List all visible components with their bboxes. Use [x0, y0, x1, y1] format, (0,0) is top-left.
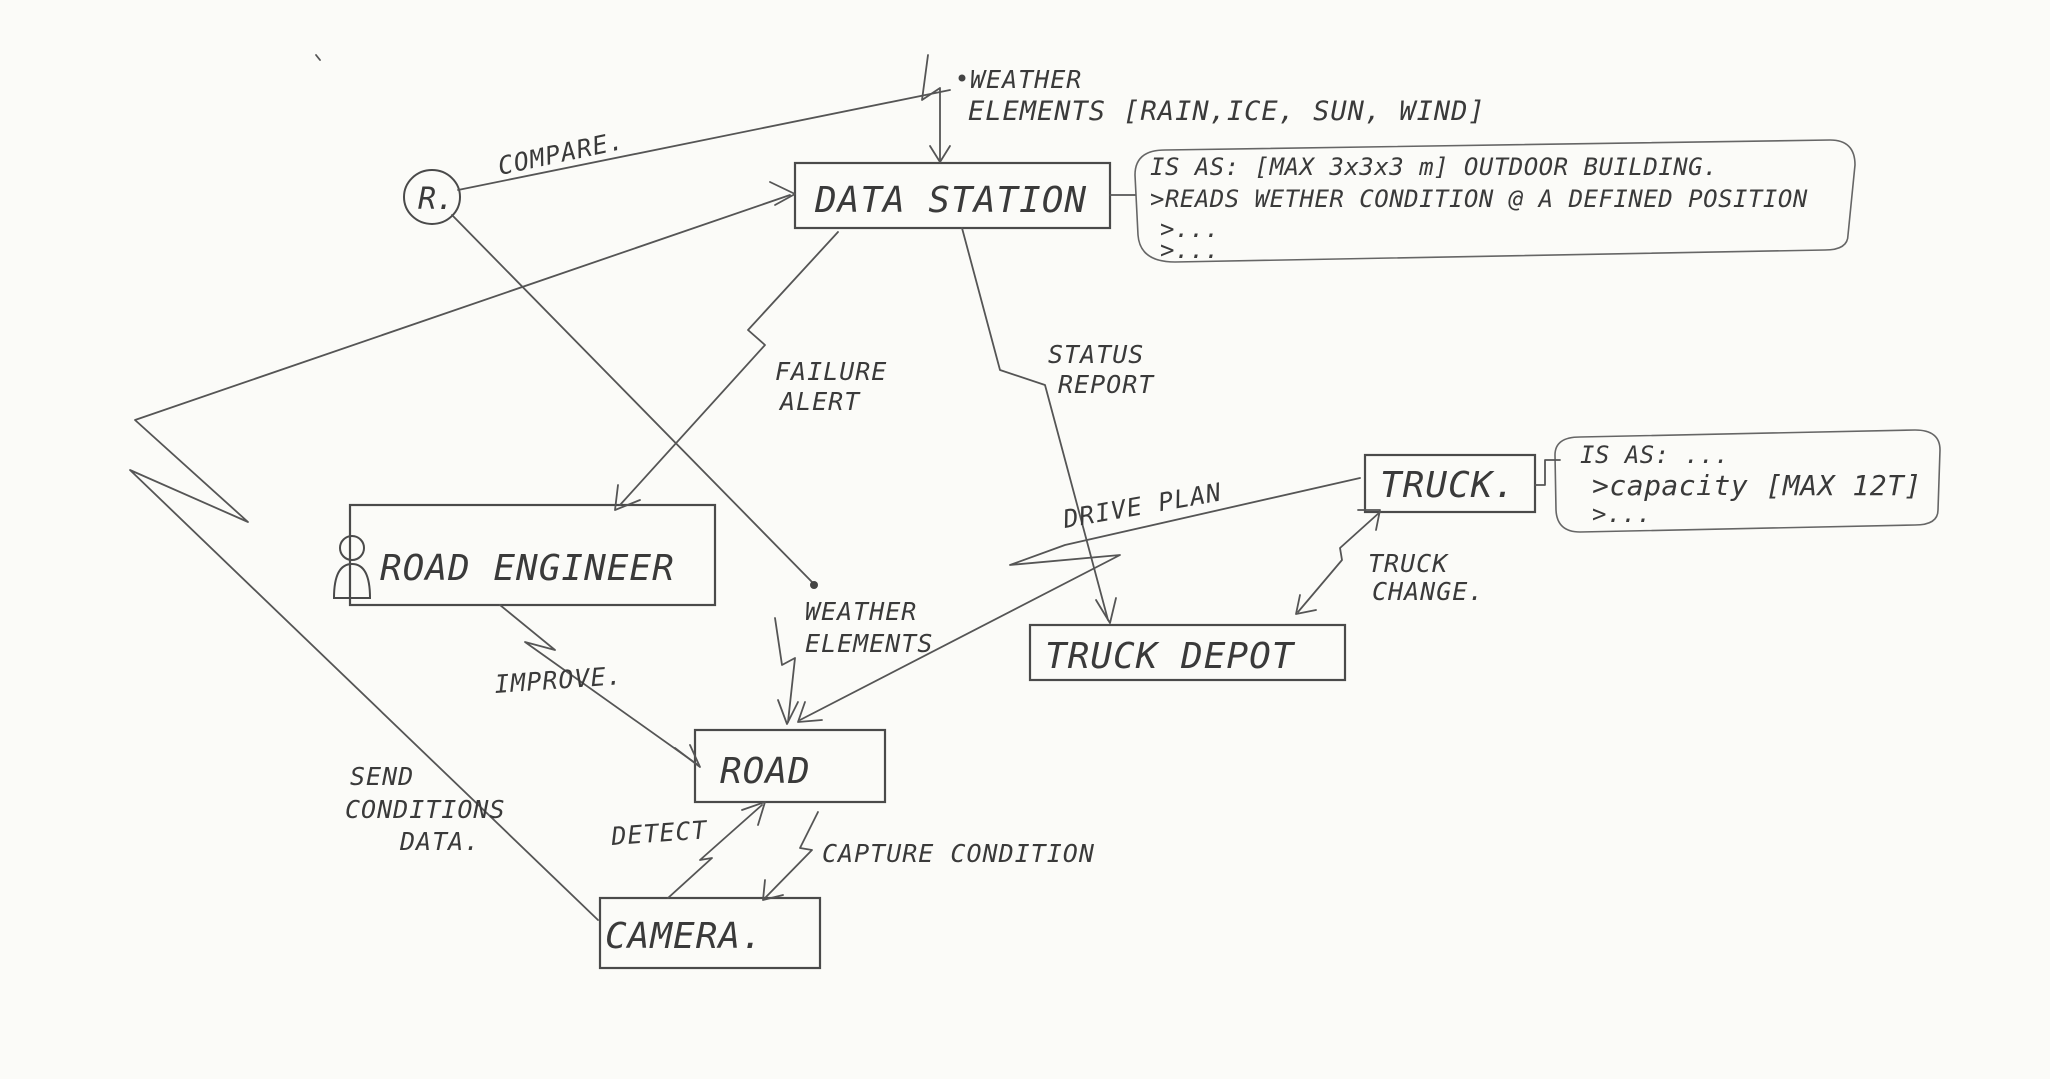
edge-failure-alert: FAILURE ALERT — [614, 231, 887, 511]
edge-capture-condition: CAPTURE CONDITION — [762, 811, 1095, 901]
node-camera: CAMERA. — [598, 896, 822, 970]
truck-note-line-1: IS AS: ... — [1580, 441, 1730, 469]
edge-send-conditions: SEND CONDITIONS DATA. — [129, 181, 796, 921]
truck-note: IS AS: ... >capacity [MAX 12T] >... — [1534, 429, 1941, 533]
data-station-note-line-2: >READS WETHER CONDITION @ A DEFINED POSI… — [1150, 185, 1808, 213]
data-station-note-line-1: IS AS: [MAX 3x3x3 m] OUTDOOR BUILDING. — [1150, 153, 1718, 181]
node-road: ROAD — [693, 728, 887, 804]
r-circle-label: R. — [418, 182, 454, 217]
send-conditions-label-2: CONDITIONS — [345, 795, 506, 824]
data-station-label: DATA STATION — [814, 180, 1087, 221]
camera-label: CAMERA. — [605, 916, 764, 957]
data-station-note-line-3: >... — [1160, 215, 1220, 243]
node-truck-depot: TRUCK DEPOT — [1028, 623, 1347, 682]
node-road-engineer: ROAD ENGINEER — [332, 503, 717, 607]
status-report-label-1: STATUS — [1048, 340, 1144, 369]
weather-top-label-2: ELEMENTS [RAIN,ICE, SUN, WIND] — [968, 96, 1486, 127]
truck-note-line-3: >... — [1592, 500, 1652, 528]
data-station-note-line-4: >... — [1160, 236, 1220, 264]
drive-plan-label: DRIVE PLAN — [1060, 477, 1224, 534]
capture-condition-label: CAPTURE CONDITION — [822, 839, 1095, 868]
person-icon — [332, 535, 372, 599]
weather-road-label-2: ELEMENTS — [805, 629, 933, 658]
truck-change-label-2: CHANGE. — [1372, 577, 1484, 606]
edge-weather-to-station: WEATHER ELEMENTS [RAIN,ICE, SUN, WIND] — [921, 54, 1486, 163]
edge-status-report: STATUS REPORT — [961, 227, 1155, 624]
compare-label: COMPARE. — [495, 126, 627, 181]
stray-mark — [315, 54, 321, 61]
improve-label: IMPROVE. — [493, 661, 623, 699]
truck-note-line-2: >capacity [MAX 12T] — [1592, 469, 1922, 502]
weather-road-label-1: WEATHER — [805, 597, 917, 626]
send-conditions-label-1: SEND — [350, 762, 414, 791]
edge-weather-to-road: WEATHER ELEMENTS — [774, 597, 933, 725]
node-r-circle: R. — [403, 169, 461, 225]
edge-r-to-road-weather — [451, 214, 818, 589]
edge-detect: DETECT — [609, 801, 766, 899]
status-report-label-2: REPORT — [1058, 370, 1155, 399]
edge-compare: COMPARE. — [457, 89, 951, 191]
truck-change-label-1: TRUCK — [1368, 549, 1449, 578]
edge-truck-change: TRUCK CHANGE. — [1295, 509, 1484, 615]
data-station-note: IS AS: [MAX 3x3x3 m] OUTDOOR BUILDING. >… — [1109, 139, 1856, 264]
truck-depot-label: TRUCK DEPOT — [1045, 636, 1296, 677]
edge-improve: IMPROVE. — [493, 604, 701, 768]
failure-alert-label-2: ALERT — [778, 387, 861, 416]
road-label: ROAD — [720, 751, 811, 792]
detect-label: DETECT — [609, 815, 709, 851]
weather-top-label-1: WEATHER — [970, 65, 1082, 94]
node-data-station: DATA STATION — [793, 161, 1112, 230]
node-truck: TRUCK. — [1363, 453, 1537, 514]
road-engineer-label: ROAD ENGINEER — [380, 548, 675, 589]
failure-alert-label-1: FAILURE — [775, 357, 887, 386]
send-conditions-label-3: DATA. — [399, 827, 480, 856]
truck-label: TRUCK. — [1380, 465, 1516, 506]
